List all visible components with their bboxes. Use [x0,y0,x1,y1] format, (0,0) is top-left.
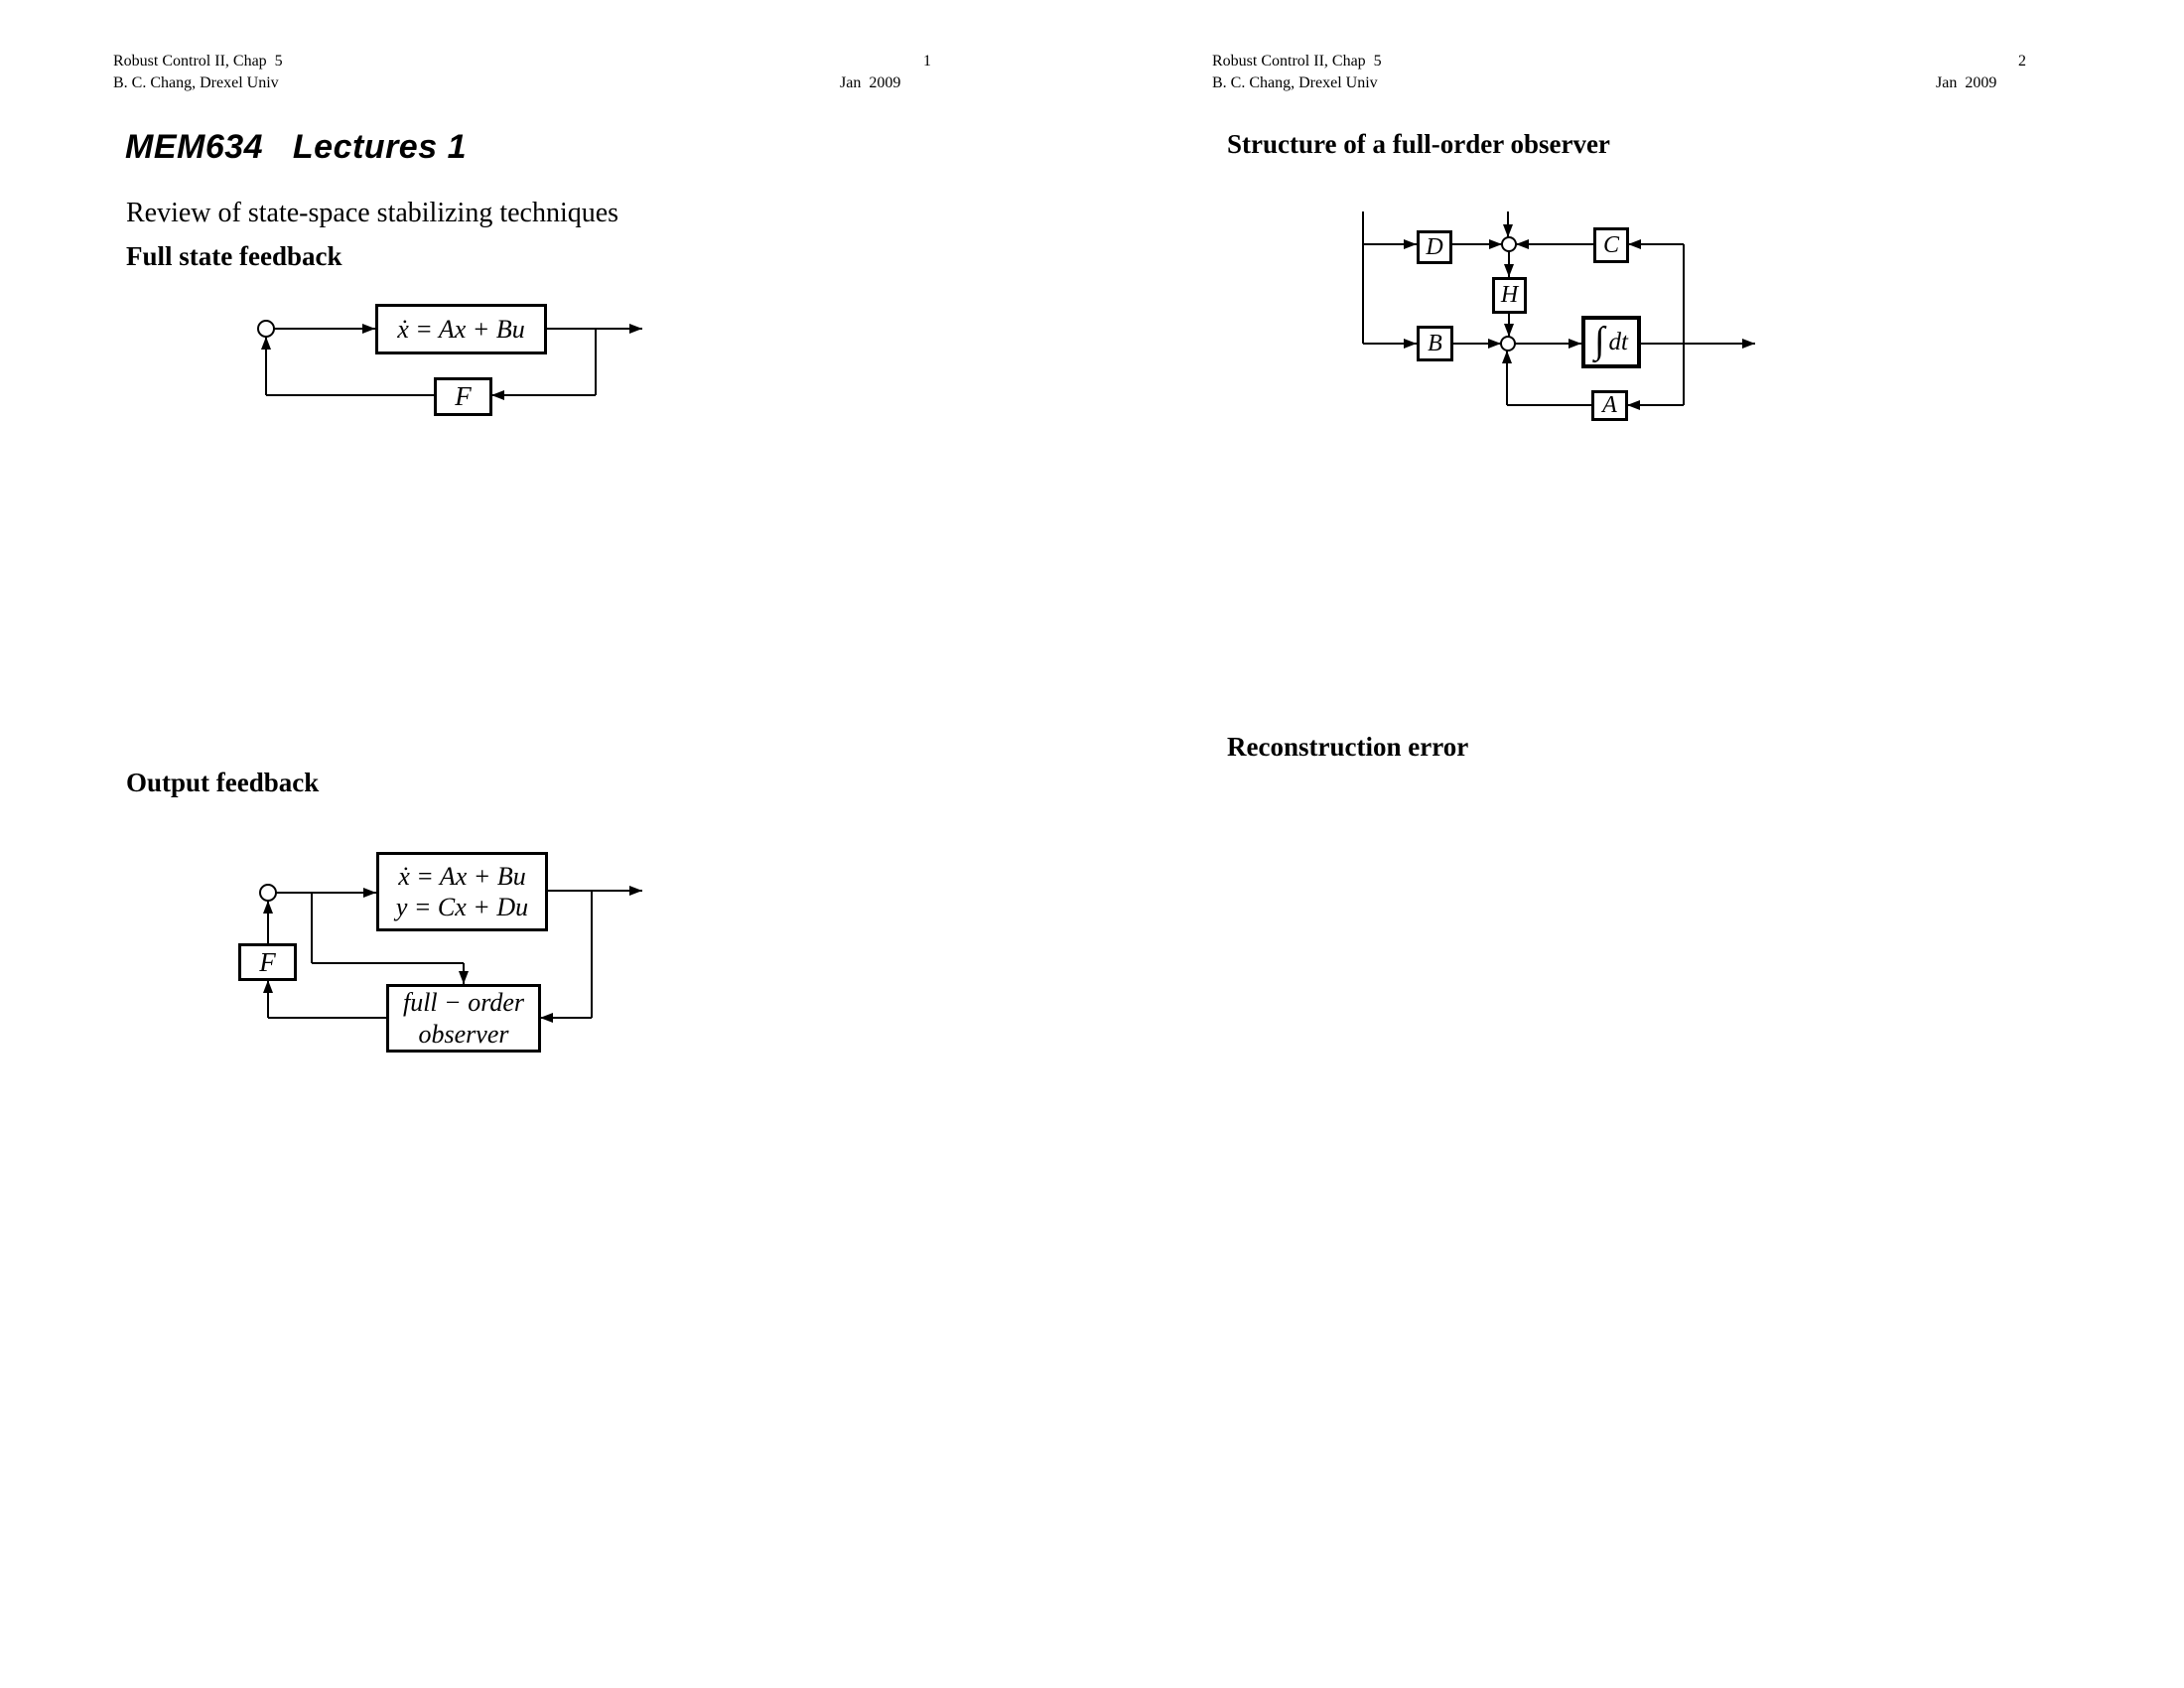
page-1: Robust Control II, Chap 5 B. C. Chang, D… [113,53,931,1053]
full-state-feedback-diagram-lines [257,320,642,400]
page-number: 2 [2018,53,2026,70]
block-b-label: B [1428,330,1442,356]
header-author: B. C. Chang, Drexel Univ [1212,74,1378,91]
section-output-feedback: Output feedback [126,768,320,797]
page-number: 1 [923,53,931,70]
summing-junction [257,320,275,338]
summing-junction-top [1501,236,1517,252]
header-course: Robust Control II, Chap 5 [1212,53,1382,70]
integrator-block: ∫ dt [1581,316,1641,368]
block-a: A [1591,390,1628,421]
block-h-label: H [1500,282,1519,309]
header-date: Jan 2009 [1936,74,1997,91]
feedback-gain-block: F [238,943,297,981]
block-d: D [1417,230,1452,264]
plant-block: ẋ = Ax + Bu y = Cx + Du [376,852,548,931]
plant-equation-state: ẋ = Ax + Bu [398,861,526,891]
summing-junction [259,884,277,902]
block-a-label: A [1602,392,1617,419]
integrator-label: dt [1608,328,1628,355]
plant-equation: ẋ = Ax + Bu [397,314,525,344]
header-course: Robust Control II, Chap 5 [113,53,283,70]
page-2: Robust Control II, Chap 5 B. C. Chang, D… [1092,0,2184,1688]
feedback-gain-block: F [434,377,492,416]
plant-equation-output: y = Cx + Du [395,893,529,921]
section-reconstruction-error: Reconstruction error [1227,732,1469,762]
output-feedback-diagram-lines [259,884,642,1023]
block-b: B [1417,326,1453,361]
observer-structure-diagram-lines [1362,211,1755,410]
header-author: B. C. Chang, Drexel Univ [113,74,279,91]
block-h: H [1492,277,1527,314]
feedback-gain-label: F [455,381,472,412]
observer-label-line1: full − order [402,988,525,1018]
block-d-label: D [1426,233,1443,260]
summing-junction-bottom [1500,336,1516,352]
block-c-label: C [1602,231,1619,258]
subtitle: Review of state-space stabilizing techni… [126,198,619,228]
observer-label-line2: observer [418,1019,509,1049]
page-title: Structure of a full-order observer [1227,129,1610,159]
block-c: C [1593,227,1629,263]
plant-block: ẋ = Ax + Bu [375,304,547,354]
page-title: MEM634 Lectures 1 [125,128,467,166]
header-date: Jan 2009 [840,74,901,91]
observer-block: full − order observer [386,984,541,1053]
integral-icon: ∫ [1594,319,1605,361]
section-full-state-feedback: Full state feedback [126,241,342,271]
feedback-gain-label: F [259,946,276,977]
